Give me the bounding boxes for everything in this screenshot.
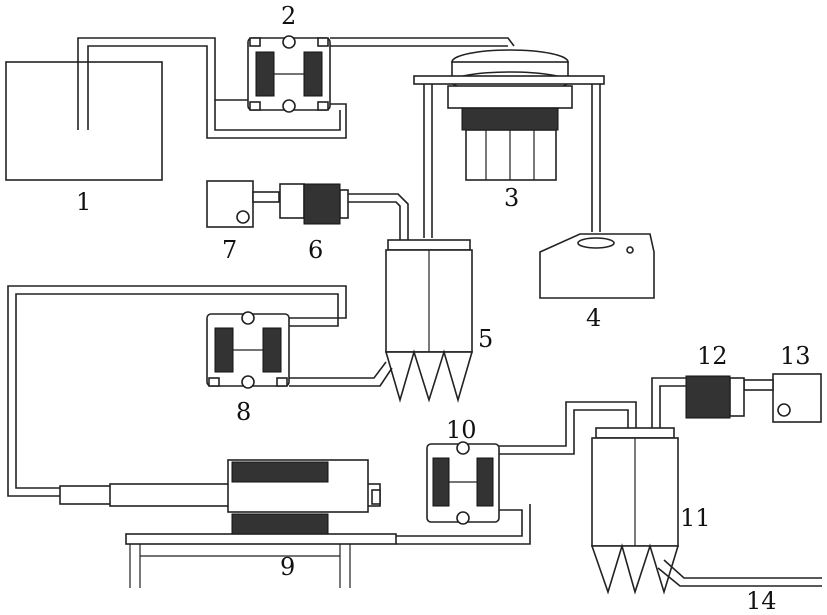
tank-1: [5, 61, 163, 181]
label-10: 10: [446, 416, 477, 444]
outlet-pipe-14: [657, 559, 822, 587]
label-5: 5: [478, 325, 493, 353]
label-9: 9: [280, 553, 295, 581]
vibrating-screen-3: [413, 49, 605, 181]
diaphragm-pump-8: [206, 311, 290, 389]
label-14: 14: [746, 587, 777, 615]
filtrate-pipe-to-pump10: [396, 504, 531, 545]
pipe-pump8-to-filter-press: [7, 285, 347, 497]
label-2: 2: [281, 2, 296, 30]
pipe-tank5-to-pump8: [289, 361, 393, 387]
diaphragm-pump-2: [247, 35, 331, 113]
pipe-pump10-to-tank11: [499, 401, 637, 455]
clear-water-tank-11: [590, 427, 680, 595]
label-8: 8: [236, 398, 251, 426]
chemical-tank-7: [206, 180, 254, 228]
dosing-pipe-to-tank-11: [651, 377, 686, 428]
label-1: 1: [76, 188, 91, 216]
label-7: 7: [222, 236, 237, 264]
metering-pump-12: [685, 375, 774, 419]
label-13: 13: [780, 342, 811, 370]
screen-support-legs: [423, 84, 601, 238]
filter-press-9: [59, 459, 397, 588]
dosing-pipe-to-tank-5: [348, 193, 409, 244]
metering-pump-6: [252, 183, 349, 225]
reaction-tank-5: [384, 239, 474, 403]
label-4: 4: [586, 304, 601, 332]
label-11: 11: [680, 504, 711, 532]
suction-pipe-pump-2: [77, 37, 347, 139]
label-3: 3: [504, 184, 519, 212]
chemical-tank-13: [772, 373, 822, 423]
label-12: 12: [697, 342, 728, 370]
diaphragm-pump-10: [426, 441, 500, 525]
label-6: 6: [308, 236, 323, 264]
collection-tank-4: [539, 233, 655, 299]
discharge-pipe-pump-2: [330, 37, 515, 47]
